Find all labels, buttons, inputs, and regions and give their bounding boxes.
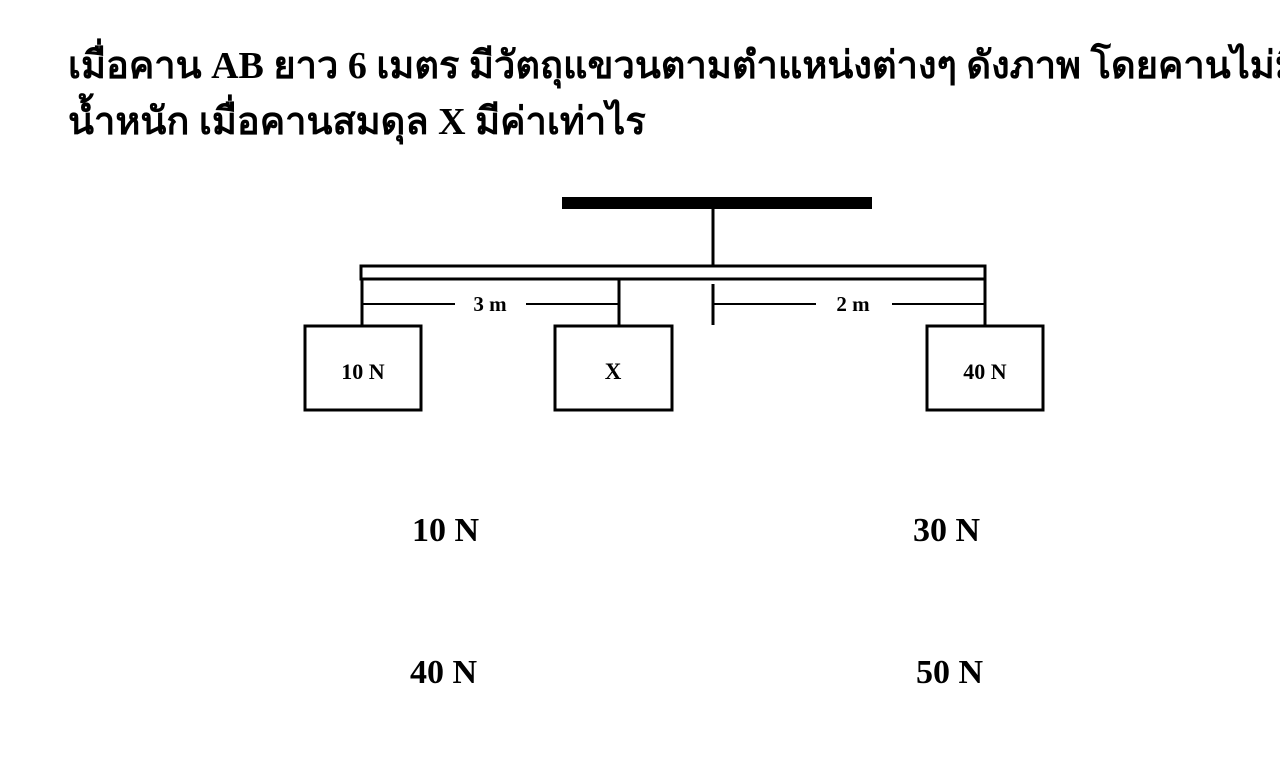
box-left <box>303 324 423 412</box>
box-right <box>925 324 1045 412</box>
question-line-2: น้ำหนัก เมื่อคานสมดุล X มีค่าเท่าไร <box>68 101 646 143</box>
choice-3[interactable]: 40 N <box>410 654 478 691</box>
box-left-label: 10 N <box>341 359 385 384</box>
question-line-1: เมื่อคาน AB ยาว 6 เมตร มีวัตถุแขวนตามตำแ… <box>68 45 1280 87</box>
choice-1[interactable]: 10 N <box>412 512 480 549</box>
distance-label-right: 2 m <box>836 292 870 316</box>
box-middle-label: X <box>605 359 622 384</box>
ceiling-support <box>562 197 872 209</box>
question-text: เมื่อคาน AB ยาว 6 เมตร มีวัตถุแขวนตามตำแ… <box>68 38 1280 150</box>
distance-label-left: 3 m <box>473 292 507 316</box>
box-middle <box>553 324 674 412</box>
choice-4[interactable]: 50 N <box>916 654 984 691</box>
beam-ab <box>359 264 987 281</box>
box-right-label: 40 N <box>963 359 1007 384</box>
choice-2[interactable]: 30 N <box>913 512 981 549</box>
